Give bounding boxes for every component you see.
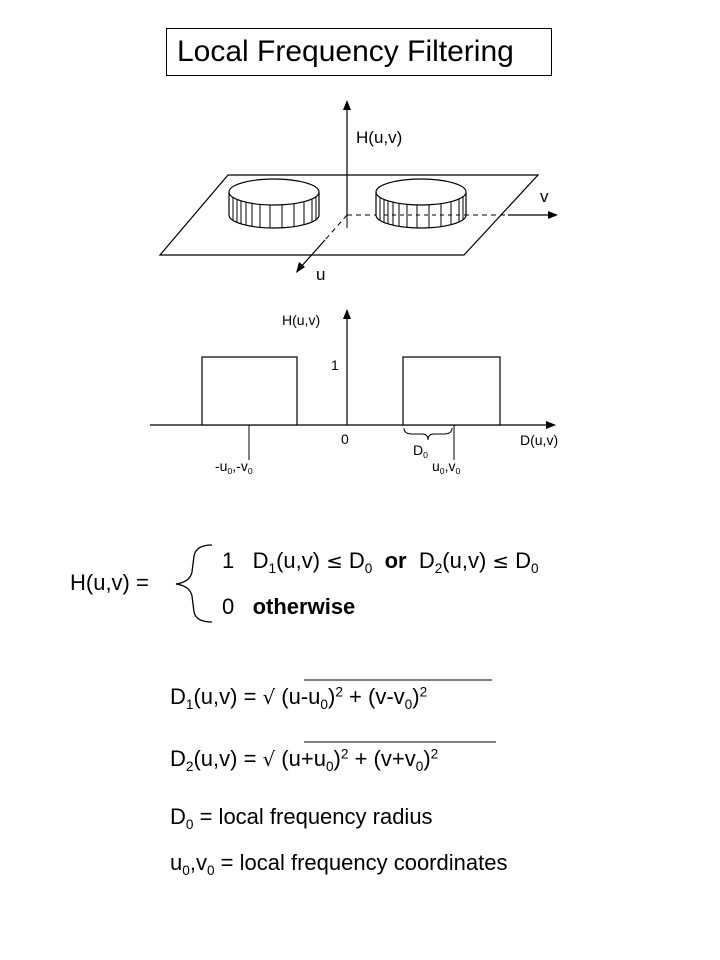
diagram-2d [150, 309, 556, 460]
d0-brace [403, 427, 453, 441]
neg-coord-label: -u0,-v0 [215, 458, 253, 477]
equation-d1: D1(u,v) = √ (u-u0)2 + (v-v0)2 [170, 684, 428, 712]
u-axis-dashed [324, 214, 348, 241]
page-title: Local Frequency Filtering [166, 28, 552, 76]
h-axis-arrow-3d [343, 100, 351, 110]
case-two: 0 otherwise [222, 594, 356, 619]
case-one: 1 D1(u,v) ≤ D0 or D2(u,v) ≤ D0 [222, 548, 539, 576]
pos-coord-label: u0,v0 [432, 458, 461, 477]
tick-one-label: 1 [331, 357, 339, 373]
right-pulse [402, 356, 501, 426]
origin-label: 0 [341, 431, 349, 447]
piecewise-lhs: H(u,v) = [70, 570, 149, 595]
piecewise-brace [175, 544, 213, 623]
v-axis-arrow [548, 211, 558, 219]
right-cylinder [346, 178, 467, 229]
left-pulse [201, 356, 298, 426]
h-axis-label-3d: H(u,v) [356, 128, 403, 147]
d-axis-arrow [546, 421, 556, 429]
h-axis-arrow-2d [343, 309, 351, 319]
v-axis-label: v [540, 187, 549, 206]
u-axis-label: u [316, 265, 326, 284]
u-axis-solid [299, 239, 326, 269]
definition-d0: D0 = local frequency radius [170, 804, 433, 832]
u-axis-arrow [296, 262, 305, 273]
ground-plane [158, 174, 540, 256]
d-axis-label: D(u,v) [520, 432, 559, 448]
d0-label: D0 [413, 442, 428, 461]
left-cylinder [228, 178, 320, 229]
h-axis-label-2d: H(u,v) [282, 312, 321, 328]
definition-uv: u0,v0 = local frequency coordinates [170, 850, 508, 878]
equation-d2: D2(u,v) = √ (u+u0)2 + (v+v0)2 [170, 746, 439, 774]
